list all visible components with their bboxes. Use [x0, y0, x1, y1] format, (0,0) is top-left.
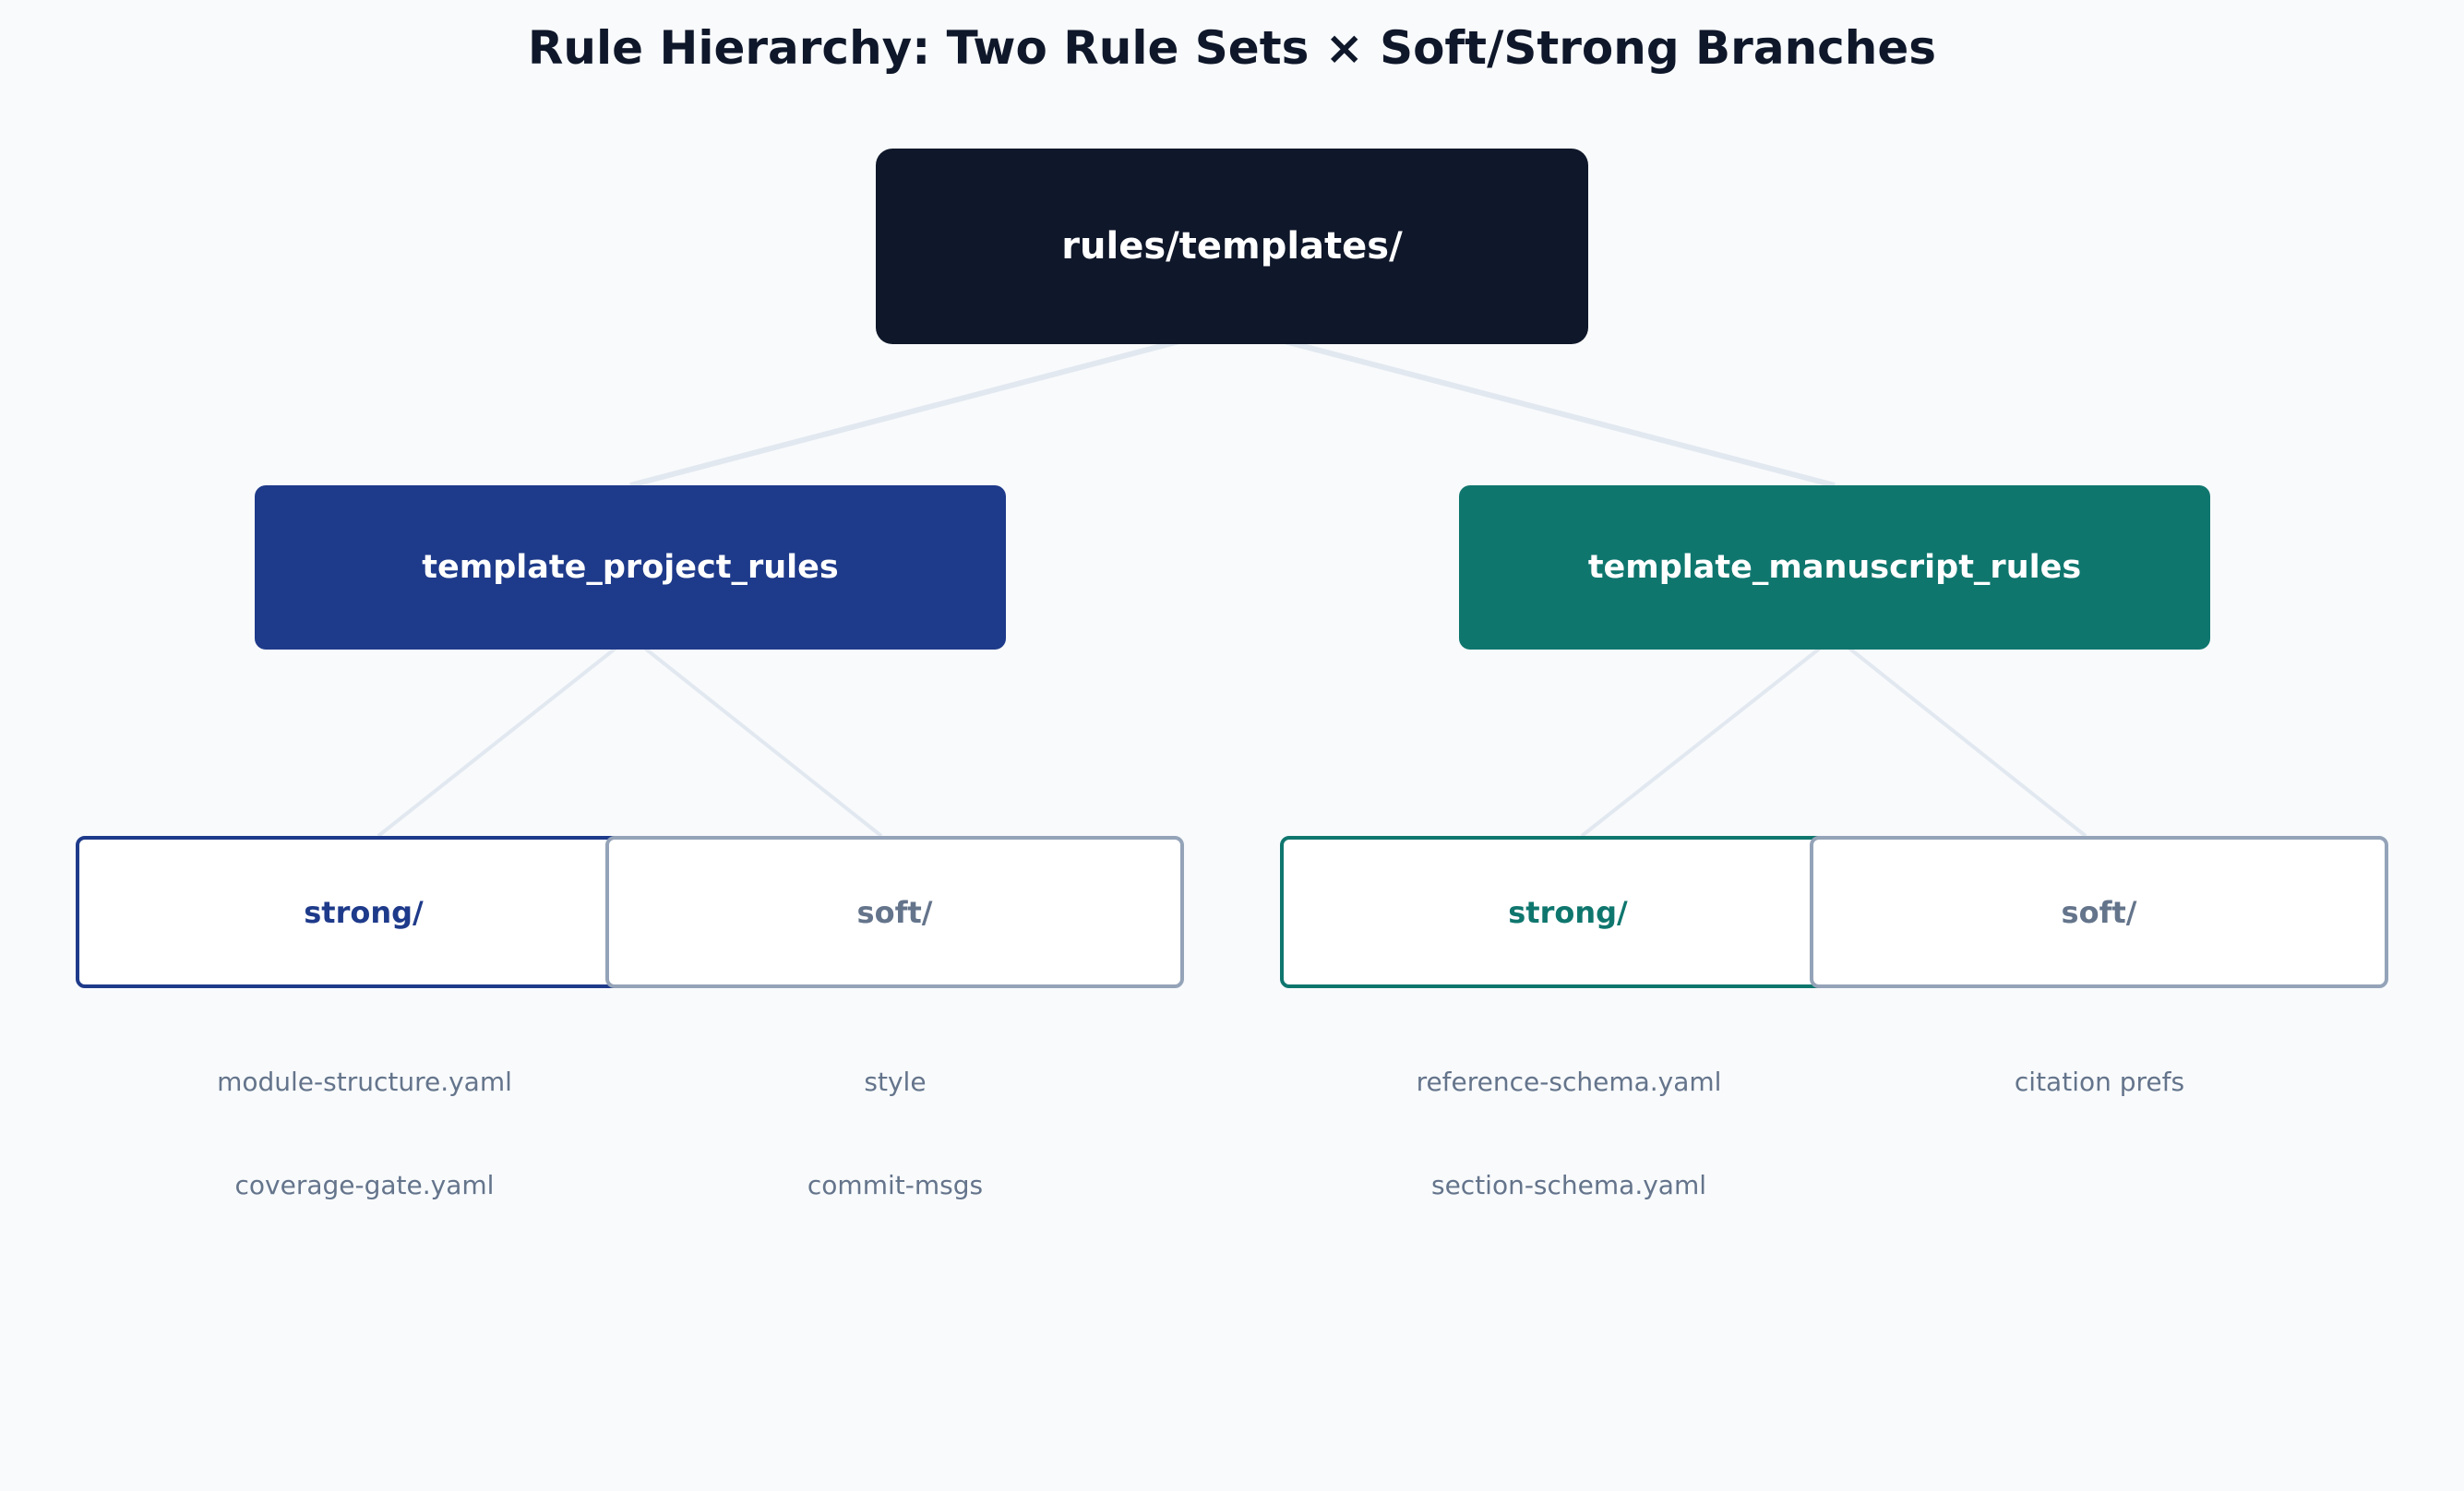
- edge-project-strong: [377, 635, 632, 838]
- leaf-item: reference-schema.yaml: [1416, 1067, 1722, 1097]
- manuscript-soft-branch: soft/: [1810, 836, 2388, 988]
- project-soft-branch: soft/: [605, 836, 1184, 988]
- diagram-title: Rule Hierarchy: Two Rule Sets × Soft/Str…: [527, 21, 1937, 75]
- leaf-item: style: [864, 1067, 927, 1097]
- leaf-item: commit-msgs: [807, 1170, 984, 1200]
- edge-project-soft: [628, 635, 883, 838]
- project-strong-label: strong/: [304, 894, 424, 930]
- manuscript-strong-label: strong/: [1508, 894, 1628, 930]
- leaf-item: coverage-gate.yaml: [234, 1170, 495, 1200]
- manuscript-soft-label: soft/: [2061, 894, 2137, 930]
- project-strong-branch: strong/: [76, 836, 652, 988]
- project-rules-label: template_project_rules: [422, 549, 839, 586]
- root-node: rules/templates/: [876, 149, 1588, 344]
- edge-manuscript-strong: [1580, 635, 1836, 838]
- manuscript-rules-label: template_manuscript_rules: [1587, 549, 2082, 586]
- root-node-label: rules/templates/: [1061, 225, 1403, 268]
- leaf-item: section-schema.yaml: [1430, 1170, 1707, 1200]
- edge-manuscript-soft: [1833, 635, 2087, 838]
- edge-root-manuscript: [1231, 325, 1836, 488]
- leaf-item: module-structure.yaml: [217, 1067, 512, 1097]
- manuscript-rules-node: template_manuscript_rules: [1459, 485, 2210, 650]
- project-rules-node: template_project_rules: [255, 485, 1006, 650]
- manuscript-strong-branch: strong/: [1280, 836, 1856, 988]
- edge-root-project: [629, 325, 1233, 488]
- leaf-item: citation prefs: [2014, 1067, 2185, 1097]
- project-soft-label: soft/: [856, 894, 933, 930]
